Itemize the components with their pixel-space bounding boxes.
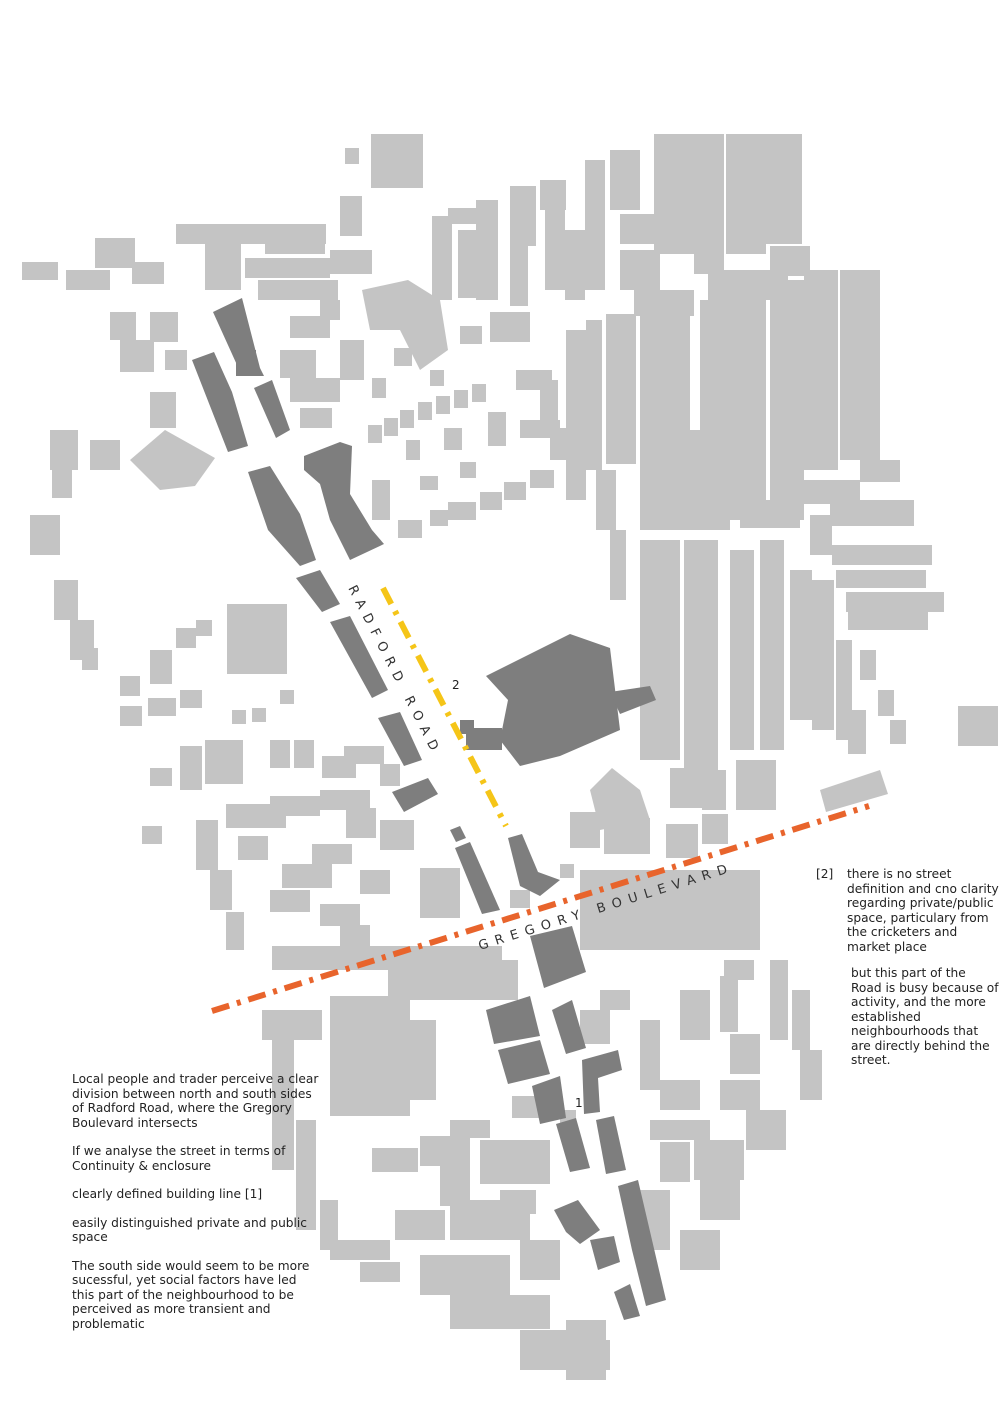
marker-1: 1 <box>575 1096 583 1110</box>
north-side-annotation: [2] there is no street definition and cn… <box>816 867 1000 1082</box>
south-side-annotation: Local people and trader perceive a clear… <box>72 1072 322 1345</box>
note-left-para-4: easily distinguished private and public … <box>72 1215 308 1245</box>
note-left-para-5: The south side would seem to be more suc… <box>72 1258 310 1331</box>
note-right-para-1: there is no street definition and cno cl… <box>847 867 999 954</box>
marker-2: 2 <box>452 678 460 692</box>
frontage-buildings <box>192 298 666 1320</box>
note-right-ref: [2] <box>816 867 834 881</box>
gregory-boulevard-line <box>211 803 870 1014</box>
context-buildings <box>22 134 998 1380</box>
note-left-para-2: If we analyse the street in terms of Con… <box>72 1144 286 1173</box>
radford-road-line <box>380 586 509 828</box>
note-left-para-3: clearly defined building line [1] <box>72 1187 263 1201</box>
note-left-para-1: Local people and trader perceive a clear… <box>72 1072 319 1130</box>
note-right-para-2: but this part of the Road is busy becaus… <box>851 966 999 1067</box>
